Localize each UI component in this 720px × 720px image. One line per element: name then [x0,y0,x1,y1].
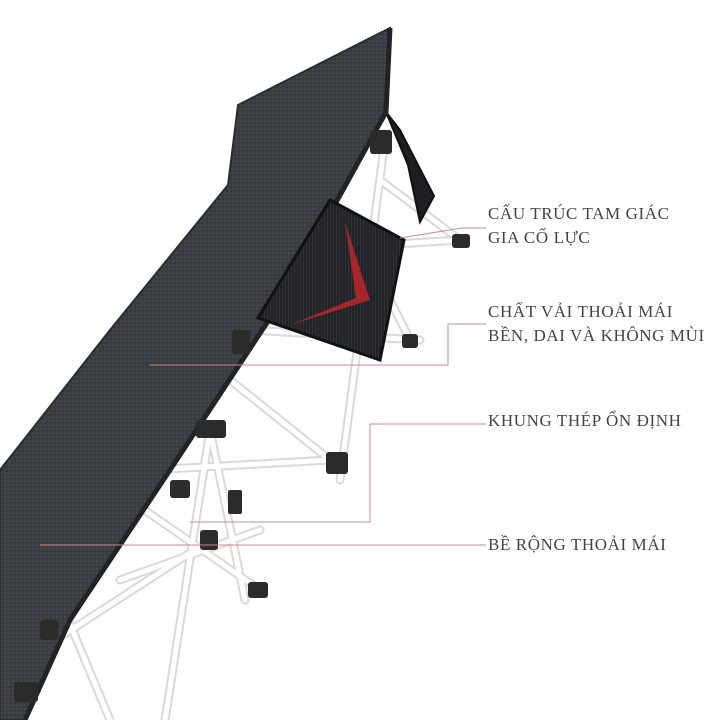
side-pouch [255,198,406,362]
pouch-red-chevron-icon [290,222,370,325]
callout-text-line: CHẤT VẢI THOẢI MÁI [488,302,674,321]
callout-fabric-material: CHẤT VẢI THOẢI MÁI BỀN, DAI VÀ KHÔNG MÙI [488,300,705,348]
callout-leader-lines [40,227,486,546]
callout-text-line: BỀN, DAI VÀ KHÔNG MÙI [488,326,705,345]
callout-text-line: GIA CỐ LỰC [488,228,591,247]
carry-strap [385,111,436,225]
callout-comfortable-width: BỀ RỘNG THOẢI MÁI [488,533,666,557]
callout-triangle-structure: CẤU TRÚC TAM GIÁC GIA CỐ LỰC [488,202,670,250]
callout-text-line: CẤU TRÚC TAM GIÁC [488,204,670,223]
callout-steel-frame: KHUNG THÉP ỔN ĐỊNH [488,409,682,433]
bed-fabric [0,26,392,720]
bed-edge-binding [22,27,393,720]
callout-text-line: KHUNG THÉP ỔN ĐỊNH [488,411,682,430]
callout-text-line: BỀ RỘNG THOẢI MÁI [488,535,667,554]
